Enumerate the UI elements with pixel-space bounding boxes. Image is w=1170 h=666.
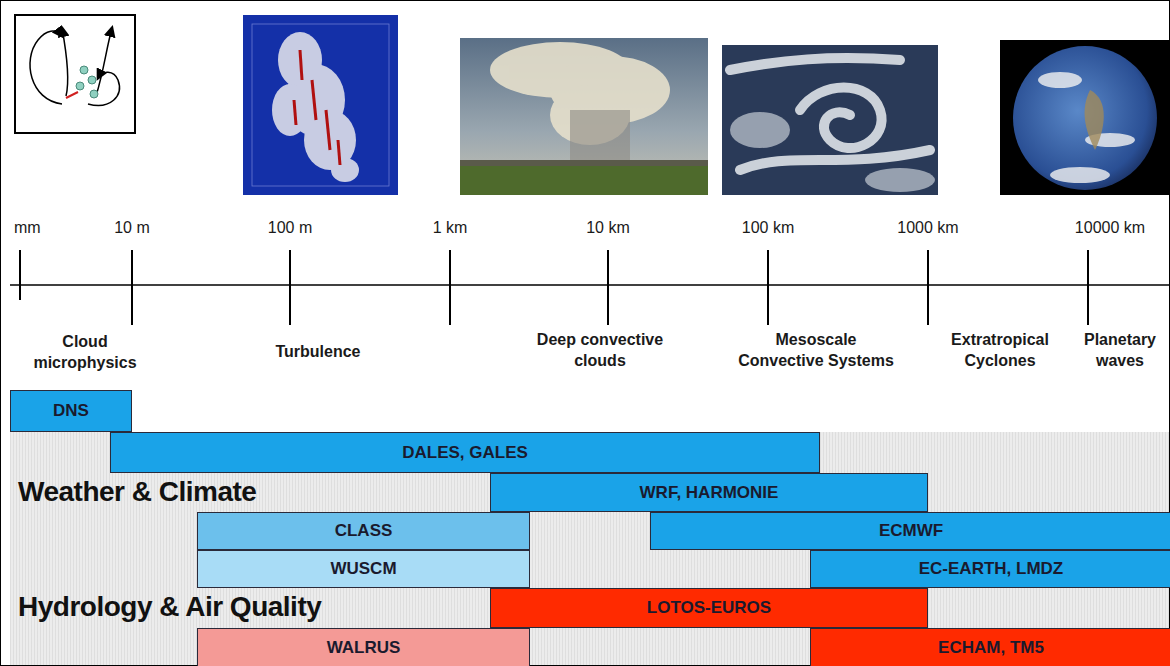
model-bar: LOTOS-EUROS — [490, 588, 928, 628]
model-name: ECMWF — [879, 521, 943, 541]
scale-tick-label: 10 km — [568, 218, 648, 239]
model-name: CLASS — [335, 521, 393, 541]
scale-tick-label: 100 km — [728, 218, 808, 239]
model-name: WALRUS — [327, 638, 401, 658]
phenomenon-label: Turbulence — [253, 342, 383, 363]
model-name: WUSCM — [330, 559, 396, 579]
model-bar: ECMWF — [650, 512, 1170, 550]
phenomenon-label: Deep convective clouds — [520, 330, 680, 372]
model-bar: WRF, HARMONIE — [490, 473, 928, 512]
scale-tick-label: mm — [14, 218, 74, 239]
model-name: WRF, HARMONIE — [640, 483, 779, 503]
scale-tick-label: 1 km — [410, 218, 490, 239]
scale-tick-label: 1000 km — [883, 218, 973, 239]
model-bar: DNS — [10, 390, 132, 432]
section-heading: Hydrology & Air Quality — [18, 590, 488, 624]
model-bar: DALES, GALES — [110, 432, 820, 473]
model-bar: WALRUS — [197, 628, 530, 666]
scale-tick-label: 10000 km — [1060, 218, 1160, 239]
model-name: LOTOS-EUROS — [647, 598, 771, 618]
phenomenon-label: Planetary waves — [1072, 330, 1168, 372]
phenomenon-label: Cloud microphysics — [25, 332, 145, 374]
model-name: ECHAM, TM5 — [938, 638, 1044, 658]
model-name: EC-EARTH, LMDZ — [919, 559, 1063, 579]
phenomenon-label: Extratropical Cyclones — [935, 330, 1065, 372]
model-bar: EC-EARTH, LMDZ — [810, 550, 1170, 588]
section-heading: Weather & Climate — [18, 475, 478, 509]
model-bar: ECHAM, TM5 — [810, 628, 1170, 666]
phenomenon-label: Mesoscale Convective Systems — [734, 330, 898, 372]
model-name: DNS — [53, 401, 89, 421]
model-bar: WUSCM — [197, 550, 530, 588]
scale-tick-label: 10 m — [92, 218, 172, 239]
model-bar: CLASS — [197, 512, 530, 550]
model-name: DALES, GALES — [402, 443, 528, 463]
scale-tick-label: 100 m — [250, 218, 330, 239]
